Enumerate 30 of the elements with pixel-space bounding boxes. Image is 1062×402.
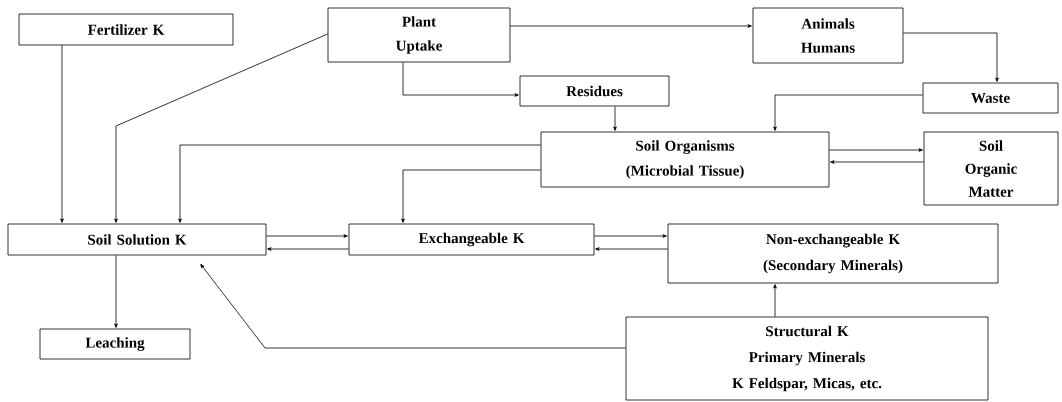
process-box: Soil Organisms (Microbial Tissue) (540, 131, 830, 188)
arrow (594, 234, 667, 238)
process-box: Non-exchangeable K (Secondary Minerals) (667, 223, 999, 284)
arrow (510, 24, 752, 28)
arrow (773, 94, 923, 131)
process-box: Structural K Primary Minerals K Feldspar, Micas, etc. (625, 316, 989, 401)
arrow (266, 234, 348, 238)
arrow (267, 247, 349, 251)
arrow (114, 33, 328, 223)
process-box: Soil Organic Matter (923, 131, 1059, 206)
arrow (773, 284, 777, 317)
process-box: Exchangeable K (348, 223, 595, 256)
arrow (402, 62, 519, 97)
arrow (903, 32, 999, 82)
process-box: Fertilizer K (18, 13, 234, 46)
arrow (595, 247, 668, 251)
process-box: Soil Solution K (7, 223, 267, 256)
process-box: Animals Humans (752, 7, 904, 64)
arrow (829, 148, 923, 152)
arrow (401, 169, 541, 223)
process-box: Waste (922, 82, 1059, 114)
process-box: Leaching (39, 328, 191, 360)
arrow (200, 263, 626, 349)
arrow (178, 144, 541, 223)
arrow (613, 106, 617, 131)
process-box: Residues (519, 75, 670, 107)
arrow (830, 160, 924, 164)
arrow (114, 255, 118, 328)
process-box: Plant Uptake (327, 7, 511, 63)
arrow (60, 45, 64, 223)
